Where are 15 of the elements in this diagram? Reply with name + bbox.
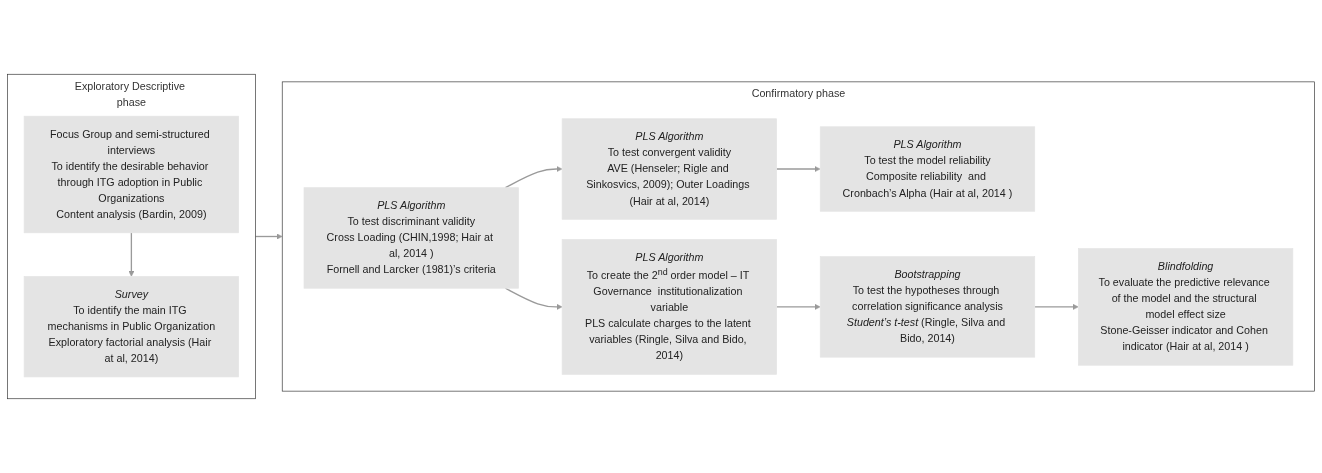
arrow: [254, 233, 283, 240]
arrow: [504, 287, 563, 310]
node-box: PLS Algorithm To test discriminant validity Cross Loading (CHIN,1998; Hair at al, 2014 ) Fornell and Larcker (1981)’s criteria: [303, 187, 519, 289]
node-box: PLS Algorithm To test convergent validity AVE (Henseler; Rigle and Sinkosvics, 2009); Outer Loadings (Hair at al, 2014): [561, 118, 777, 220]
arrow: [1034, 303, 1079, 310]
arrow: [775, 303, 821, 310]
arrow: [504, 166, 563, 189]
arrow: [128, 232, 135, 277]
arrow: [775, 166, 821, 172]
node-box: PLS Algorithm To test the model reliability Composite reliability and Cronbach’s Alpha (Hair at al, 2014 ): [819, 126, 1036, 212]
node-box: Blindfolding To evaluate the predictive relevance of the model and the structural model effect size Stone-Geisser indicator and Cohen indicator (Hair at al, 2014 ): [1078, 248, 1294, 366]
node-box: Focus Group and semi-structured interviews To identify the desirable behavior through ITG adoption in Public Organizations Content analysis (Bardin, 2009): [23, 115, 239, 234]
node-box: PLS Algorithm To create the 2$^{nd}$ order model – IT Governance institutionalization variable PLS calculate charges to the latent variables (Ringle, Silva and Bido, 2014): [561, 239, 777, 375]
node-box: Bootstrapping To test the hypotheses through correlation significance analysis Student’s t-test (Ringle, Silva and Bido, 2014): [819, 256, 1036, 358]
node-box: Survey To identify the main ITG mechanisms in Public Organization Exploratory factorial analysis (Hair at al, 2014): [23, 276, 239, 378]
